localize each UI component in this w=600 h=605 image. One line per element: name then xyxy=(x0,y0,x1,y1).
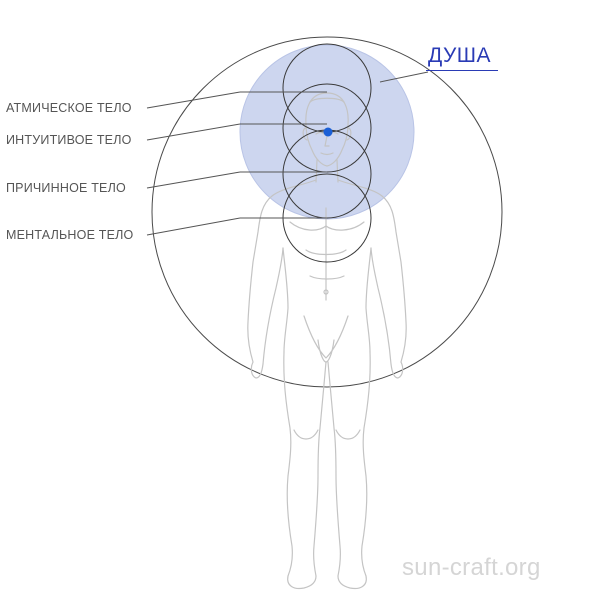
intuitive-leader-line xyxy=(147,124,240,140)
causal-leader-line xyxy=(147,172,240,188)
soul-label: ДУША xyxy=(428,44,491,68)
watermark: sun-craft.org xyxy=(402,554,541,582)
mental-leader-line xyxy=(147,218,240,235)
center-point-dot xyxy=(324,128,333,137)
causal-body-label: ПРИЧИННОЕ ТЕЛО xyxy=(6,181,126,195)
mental-body-label: МЕНТАЛЬНОЕ ТЕЛО xyxy=(6,228,133,242)
atmic-leader-line xyxy=(147,92,240,108)
soul-label-underline xyxy=(426,70,498,71)
intuitive-body-label: ИНТУИТИВОЕ ТЕЛО xyxy=(6,133,132,147)
atmic-body-label: АТМИЧЕСКОЕ ТЕЛО xyxy=(6,101,132,115)
